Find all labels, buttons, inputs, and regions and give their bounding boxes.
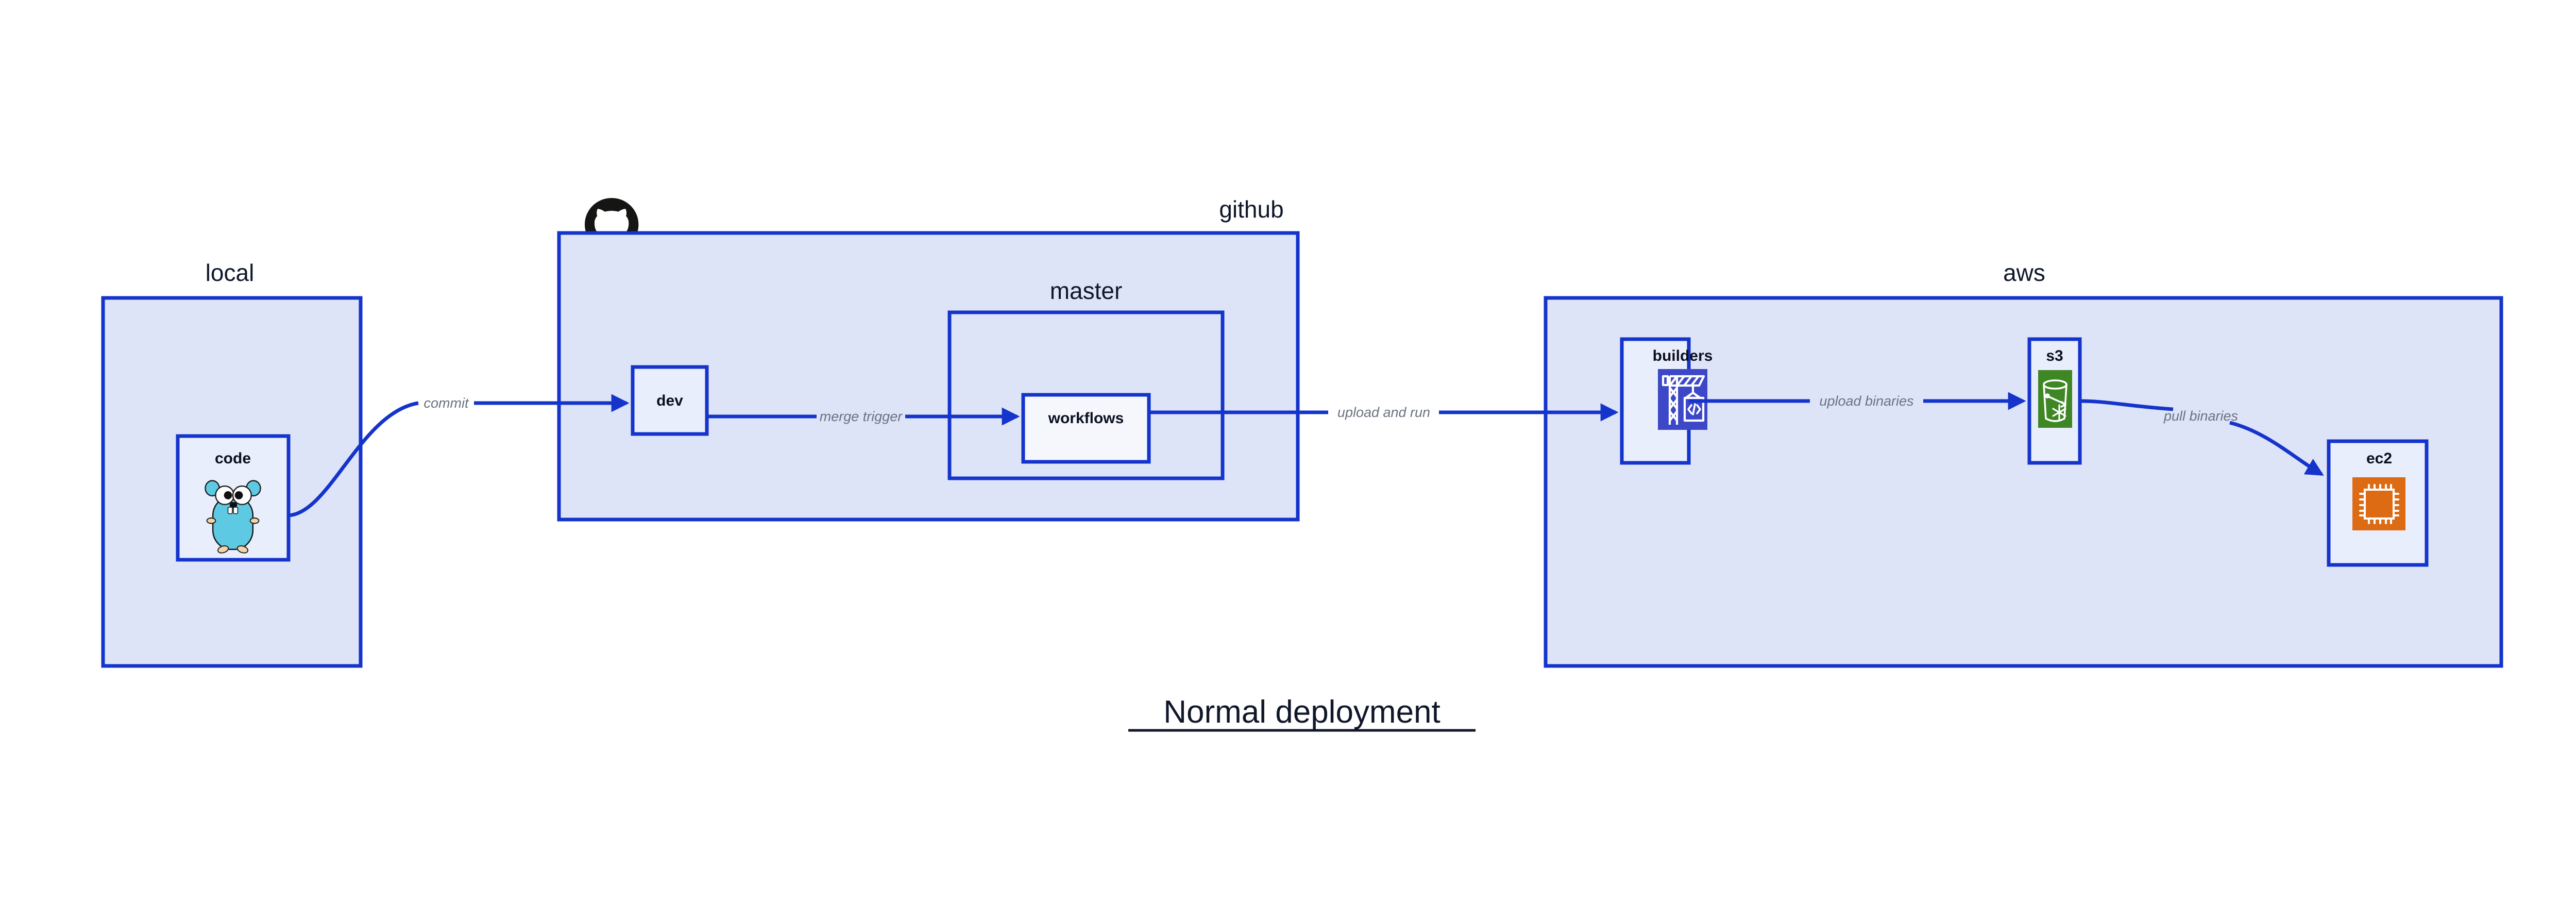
edge-label-commit: commit [424, 395, 469, 411]
node-builders[interactable]: builders [1620, 337, 1713, 465]
edge-label-upload-and-run: upload and run [1337, 405, 1430, 420]
node-label-code: code [215, 450, 251, 467]
edge-upload-binaries: upload binaries [1689, 392, 2026, 410]
edge-upload-and-run: upload and run [1149, 403, 1619, 422]
edge-label-pull-binaries: pull binaries [2163, 408, 2238, 424]
node-code[interactable]: code [176, 434, 291, 562]
group-github: github dev master workflows [557, 196, 1300, 522]
node-label-s3: s3 [2046, 347, 2063, 364]
group-label-master: master [1050, 277, 1123, 304]
edge-pull-binaries: pull binaries [2079, 399, 2324, 476]
edges-layer: commit merge trigger upload and run uplo… [288, 392, 2324, 517]
group-aws: aws builders [1544, 259, 2503, 668]
group-label-github: github [1219, 196, 1283, 223]
aws-ec2-chip-icon [2352, 477, 2405, 530]
node-s3[interactable]: s3 [2027, 337, 2082, 465]
node-label-workflows: workflows [1048, 410, 1124, 427]
diagram-title-group: Normal deployment [1128, 694, 1476, 732]
group-label-local: local [206, 259, 255, 286]
aws-builders-crane-icon [1658, 369, 1707, 430]
node-label-builders: builders [1653, 347, 1713, 364]
node-box-workflows[interactable] [1021, 393, 1151, 464]
group-label-aws: aws [2003, 259, 2045, 286]
group-local: local code [101, 259, 363, 668]
edge-label-upload-binaries: upload binaries [1819, 393, 1913, 409]
node-ec2[interactable]: ec2 [2327, 439, 2429, 567]
group-master: master workflows [947, 277, 1225, 480]
edge-commit: commit [288, 394, 630, 517]
node-dev[interactable]: dev [631, 365, 709, 436]
node-box-dev[interactable] [631, 365, 709, 436]
edge-merge-trigger: merge trigger [707, 407, 1020, 426]
go-gopher-icon [205, 480, 261, 554]
edge-label-merge-trigger: merge trigger [820, 409, 903, 424]
node-label-ec2: ec2 [2366, 450, 2392, 467]
aws-s3-bucket-icon [2038, 370, 2072, 428]
page-title: Normal deployment [1163, 694, 1440, 730]
node-workflows[interactable]: workflows [1021, 393, 1151, 464]
node-label-dev: dev [656, 392, 683, 409]
